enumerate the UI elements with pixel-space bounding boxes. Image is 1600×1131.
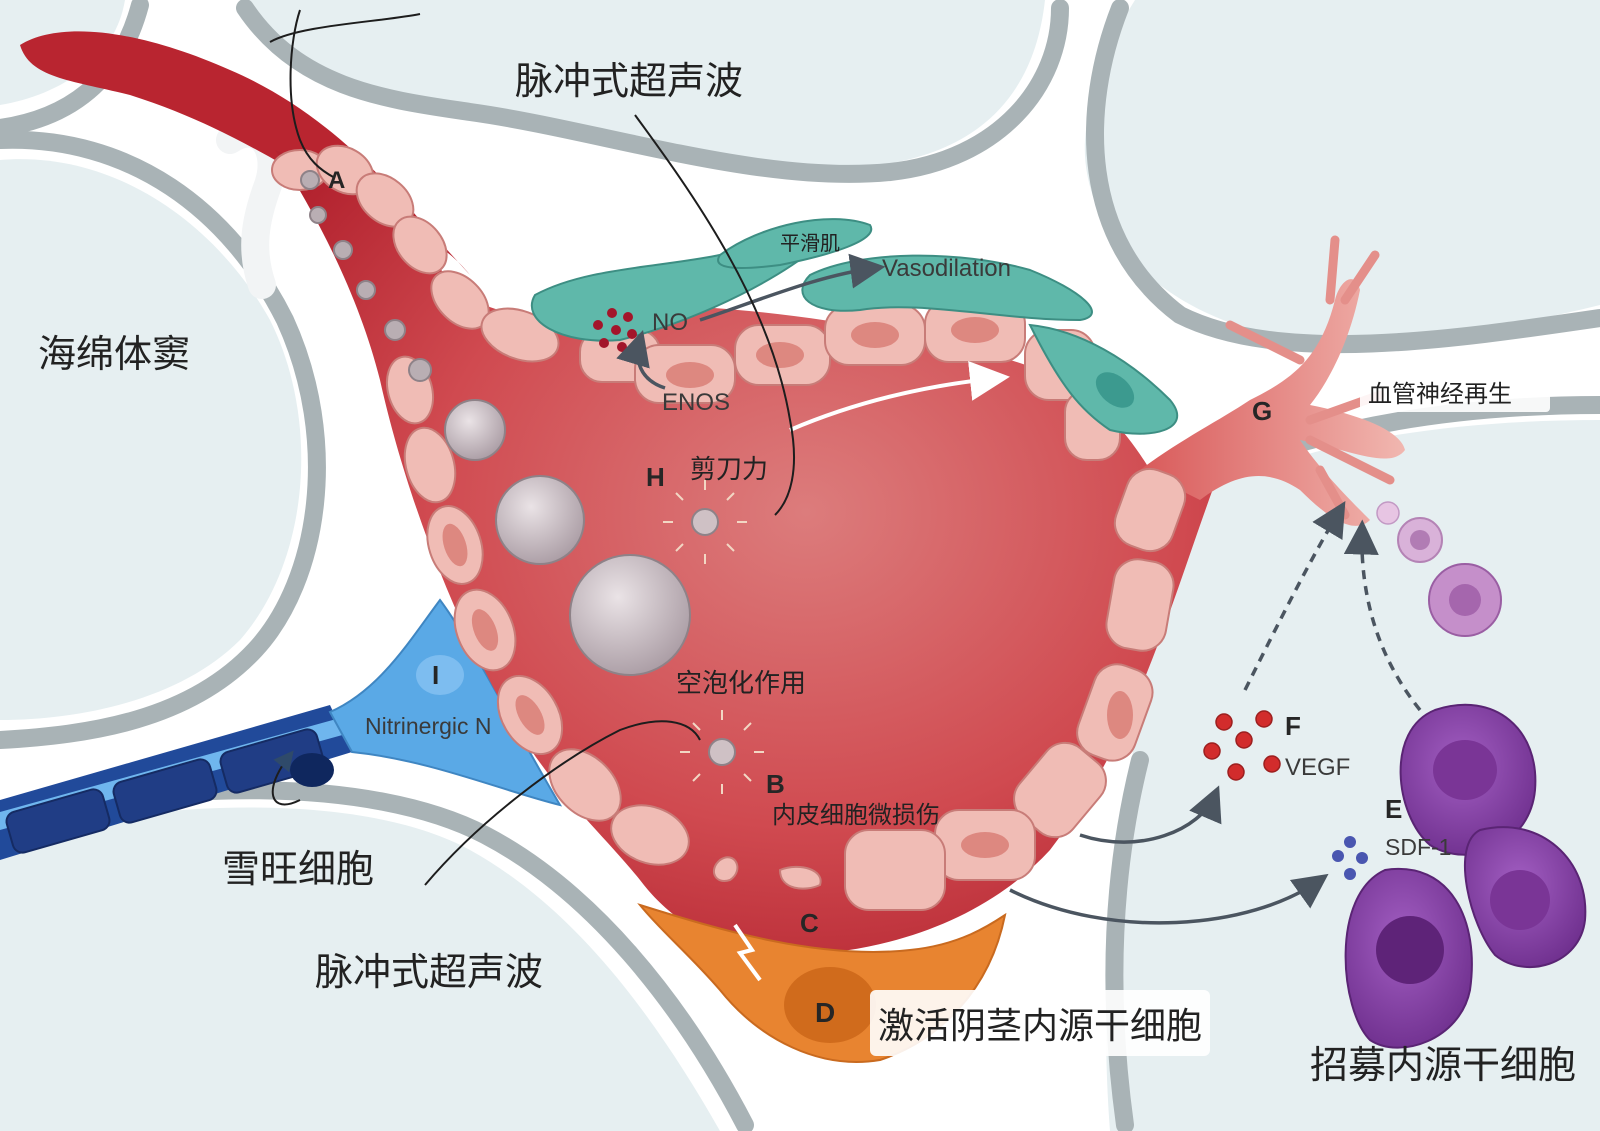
letter-b: B <box>766 769 785 799</box>
letter-h: H <box>646 462 665 492</box>
sdf1-release-arrow <box>1009 873 1329 925</box>
no-production-arrow <box>616 329 666 390</box>
label-ultrasound-top: 脉冲式超声波 <box>515 59 743 103</box>
label-recruit-stem: 招募内源干细胞 <box>1310 1043 1576 1087</box>
label-cavitation: 空泡化作用 <box>676 669 806 699</box>
vasodilation-arrow <box>699 253 886 322</box>
label-revascularization: 血管神经再生 <box>1368 380 1512 408</box>
schwann-cell-nucleus <box>290 753 334 787</box>
label-sdf1: SDF-1 <box>1385 834 1451 860</box>
letter-e: E <box>1385 794 1402 824</box>
label-vegf: VEGF <box>1285 754 1350 781</box>
label-no: NO <box>652 309 688 336</box>
endothelial-cells-left <box>385 355 690 866</box>
sdf1-recruit-arrow <box>1343 519 1422 712</box>
label-vasodilation: Vasodilation <box>882 255 1011 282</box>
letter-g: G <box>1252 396 1272 426</box>
label-ultrasound-bottom: 脉冲式超声波 <box>315 950 543 994</box>
schwann-cells <box>5 728 325 854</box>
vegf-release-arrow <box>1079 785 1222 844</box>
letter-a: A <box>328 167 345 194</box>
label-endothelial-injury: 内皮细胞微损伤 <box>772 801 940 829</box>
letter-c: C <box>800 908 819 938</box>
sdf1-molecules <box>1332 836 1368 880</box>
a-pointer-leader <box>269 9 421 179</box>
label-activate-stem: 激活阴茎内源干细胞 <box>878 1006 1202 1047</box>
label-enos: ENOS <box>662 389 730 416</box>
ultrasound-top-leader <box>634 114 796 516</box>
recruited-stem-cells <box>1344 501 1587 1049</box>
endothelial-cells-top <box>271 144 1121 461</box>
cavitation-burst <box>680 710 764 794</box>
vegf-molecules <box>1203 710 1281 781</box>
label-nitrinergic: Nitrinergic N <box>365 713 492 739</box>
ultrasound-bottom-leader <box>424 720 701 886</box>
label-shear-force: 剪刀力 <box>690 455 768 485</box>
letter-d: D <box>815 997 835 1028</box>
vegf-recruit-arrow <box>1243 500 1346 691</box>
letter-i: I <box>432 660 439 690</box>
shear-burst <box>663 480 747 564</box>
label-smooth-muscle: 平滑肌 <box>780 231 840 255</box>
label-sinusoid: 海绵体窦 <box>38 332 190 376</box>
letter-f: F <box>1285 711 1301 741</box>
endothelial-cells-right <box>712 467 1187 911</box>
blood-flow-arrow <box>789 360 1010 432</box>
label-mast-cell: 雪旺细胞 <box>222 847 374 891</box>
nerve-fiber <box>0 705 352 860</box>
cavitation-bubbles <box>300 170 691 676</box>
labels: 脉冲式超声波 海绵体窦 平滑肌 Vasodilation NO ENOS 剪刀力… <box>38 59 1576 1087</box>
